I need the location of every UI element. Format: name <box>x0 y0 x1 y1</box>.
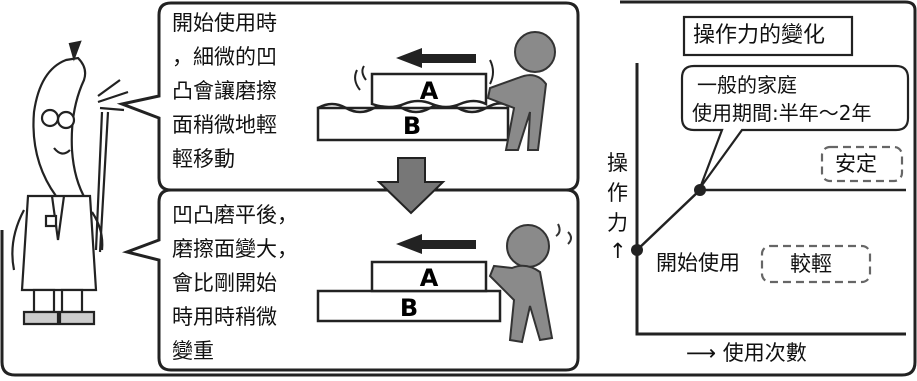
graph-axes <box>635 63 906 336</box>
block-a-label: A <box>420 264 439 292</box>
sweat-drop-icon <box>567 231 572 245</box>
start-point <box>631 244 643 256</box>
bottom-text-line: 磨擦面變大， <box>172 237 298 261</box>
block-a-bottom <box>370 260 488 293</box>
stable-point <box>694 184 706 196</box>
operation-force-line <box>636 188 906 251</box>
bottom-text-line: 變重 <box>172 339 214 363</box>
bottom-text-line: 凹凸磨平後， <box>172 203 298 227</box>
block-b-label: B <box>400 294 418 322</box>
graph-title-box <box>682 15 854 57</box>
callout-line: 一般的家庭 <box>697 73 797 97</box>
motion-mark-icon <box>489 59 494 85</box>
motion-mark-icon <box>361 65 367 81</box>
motion-mark-icon <box>354 69 361 91</box>
left-arrow-icon <box>396 234 476 254</box>
bottom-text-line: 會比剛開始 <box>172 271 277 295</box>
rough-surface-b <box>317 102 509 114</box>
top-text-line: 面稍微地輕 <box>172 113 277 137</box>
block-b-label: B <box>403 112 421 140</box>
bottom-blocks <box>316 234 502 323</box>
y-axis-label-char: 力 <box>607 211 628 235</box>
left-arrow-icon <box>396 48 476 68</box>
start-label: 開始使用 <box>656 251 740 275</box>
block-a-label: A <box>420 77 439 105</box>
banana-professor-icon <box>11 40 129 326</box>
bottom-speech-panel <box>121 188 580 372</box>
top-text-line: 輕移動 <box>172 147 235 171</box>
top-text-line: 開始使用時 <box>172 11 277 35</box>
stable-badge <box>820 145 904 183</box>
block-a-top <box>370 72 488 109</box>
bottom-text-line: 時用時稍微 <box>172 305 277 329</box>
sweat-drop-icon <box>555 223 561 237</box>
x-axis-label: ⟶ 使用次數 <box>686 341 807 365</box>
y-axis-arrow: ↑ <box>609 239 627 263</box>
block-b-bottom <box>316 289 502 323</box>
top-text-line: 凸會讓磨擦 <box>172 79 277 103</box>
light-label: 較輕 <box>790 252 832 276</box>
down-arrow-icon <box>376 157 446 215</box>
callout-line: 使用期間:半年～2年 <box>692 101 872 125</box>
y-axis-label-char: 操 <box>607 151 628 175</box>
pushing-figure-bottom <box>488 224 554 344</box>
usage-period-callout <box>680 64 910 189</box>
top-text-line: ，細微的凹 <box>172 45 277 69</box>
y-axis-label-char: 作 <box>607 181 628 205</box>
pushing-figure-top <box>486 31 556 151</box>
light-badge <box>760 244 872 284</box>
stable-label: 安定 <box>835 152 877 176</box>
graph-title: 操作力的變化 <box>693 23 826 48</box>
top-blocks <box>316 48 510 142</box>
